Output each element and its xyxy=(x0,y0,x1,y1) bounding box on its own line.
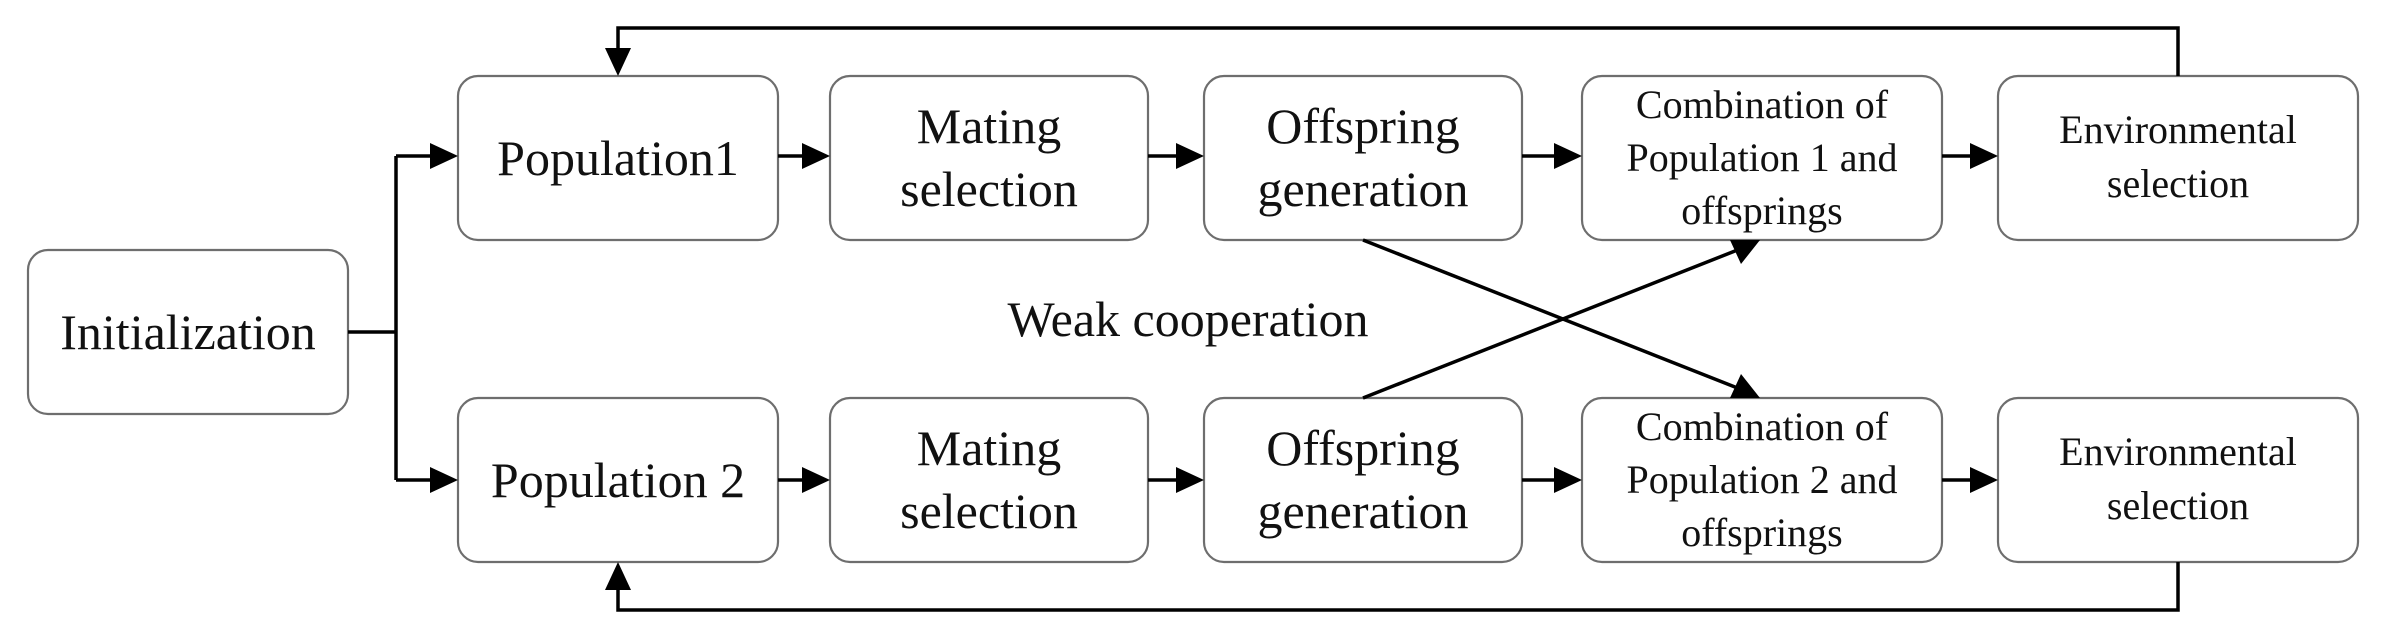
initialization-box: Initialization xyxy=(26,248,350,416)
offspring-generation-2-line-2: generation xyxy=(1257,483,1468,539)
combination-2-line-1: Combination of xyxy=(1636,404,1889,449)
environmental-selection-1-line-2: selection xyxy=(2107,161,2249,206)
combination-1-line-2: Population 1 and xyxy=(1626,135,1897,180)
combination-1-line-1: Combination of xyxy=(1636,82,1889,127)
cross-arrow-bottom-to-top xyxy=(1362,240,1760,400)
weak-cooperation-label: Weak cooperation xyxy=(1007,291,1368,347)
environmental-selection-2-line-1: Environmental xyxy=(2059,429,2297,474)
combination-1-line-3: offsprings xyxy=(1681,188,1842,233)
population-1-box: Population1 xyxy=(456,74,780,242)
cross-arrow-top-to-bottom xyxy=(1362,238,1760,398)
population-2-label: Population 2 xyxy=(491,452,745,508)
mating-selection-2-box: Mating selection xyxy=(828,396,1150,564)
offspring-generation-2-line-1: Offspring xyxy=(1266,420,1460,476)
offspring-generation-1-box: Offspring generation xyxy=(1202,74,1524,242)
environmental-selection-1-line-1: Environmental xyxy=(2059,107,2297,152)
mating-selection-1-line-2: selection xyxy=(900,161,1078,217)
initialization-label: Initialization xyxy=(60,304,315,360)
mating-selection-2-line-1: Mating xyxy=(917,420,1061,476)
environmental-selection-1-box: Environmental selection xyxy=(1996,74,2360,242)
population-1-label: Population1 xyxy=(497,130,739,186)
arrow-to-population-2 xyxy=(430,467,458,493)
combination-2-line-2: Population 2 and xyxy=(1626,457,1897,502)
bottom-row-arrows xyxy=(778,467,1998,493)
initialization-connector xyxy=(348,154,432,482)
environmental-selection-2-line-2: selection xyxy=(2107,483,2249,528)
arrow-to-population-1 xyxy=(430,143,458,169)
top-feedback-loop xyxy=(605,26,2180,76)
offspring-generation-2-box: Offspring generation xyxy=(1202,396,1524,564)
environmental-selection-2-box: Environmental selection xyxy=(1996,396,2360,564)
top-row-arrows xyxy=(778,143,1998,169)
offspring-generation-1-line-2: generation xyxy=(1257,161,1468,217)
combination-2-line-3: offsprings xyxy=(1681,510,1842,555)
population-2-box: Population 2 xyxy=(456,396,780,564)
mating-selection-1-box: Mating selection xyxy=(828,74,1150,242)
offspring-generation-1-line-1: Offspring xyxy=(1266,98,1460,154)
mating-selection-2-line-2: selection xyxy=(900,483,1078,539)
combination-1-box: Combination of Population 1 and offsprin… xyxy=(1580,74,1944,242)
bottom-feedback-loop xyxy=(605,562,2180,612)
combination-2-box: Combination of Population 2 and offsprin… xyxy=(1580,396,1944,564)
mating-selection-1-line-1: Mating xyxy=(917,98,1061,154)
